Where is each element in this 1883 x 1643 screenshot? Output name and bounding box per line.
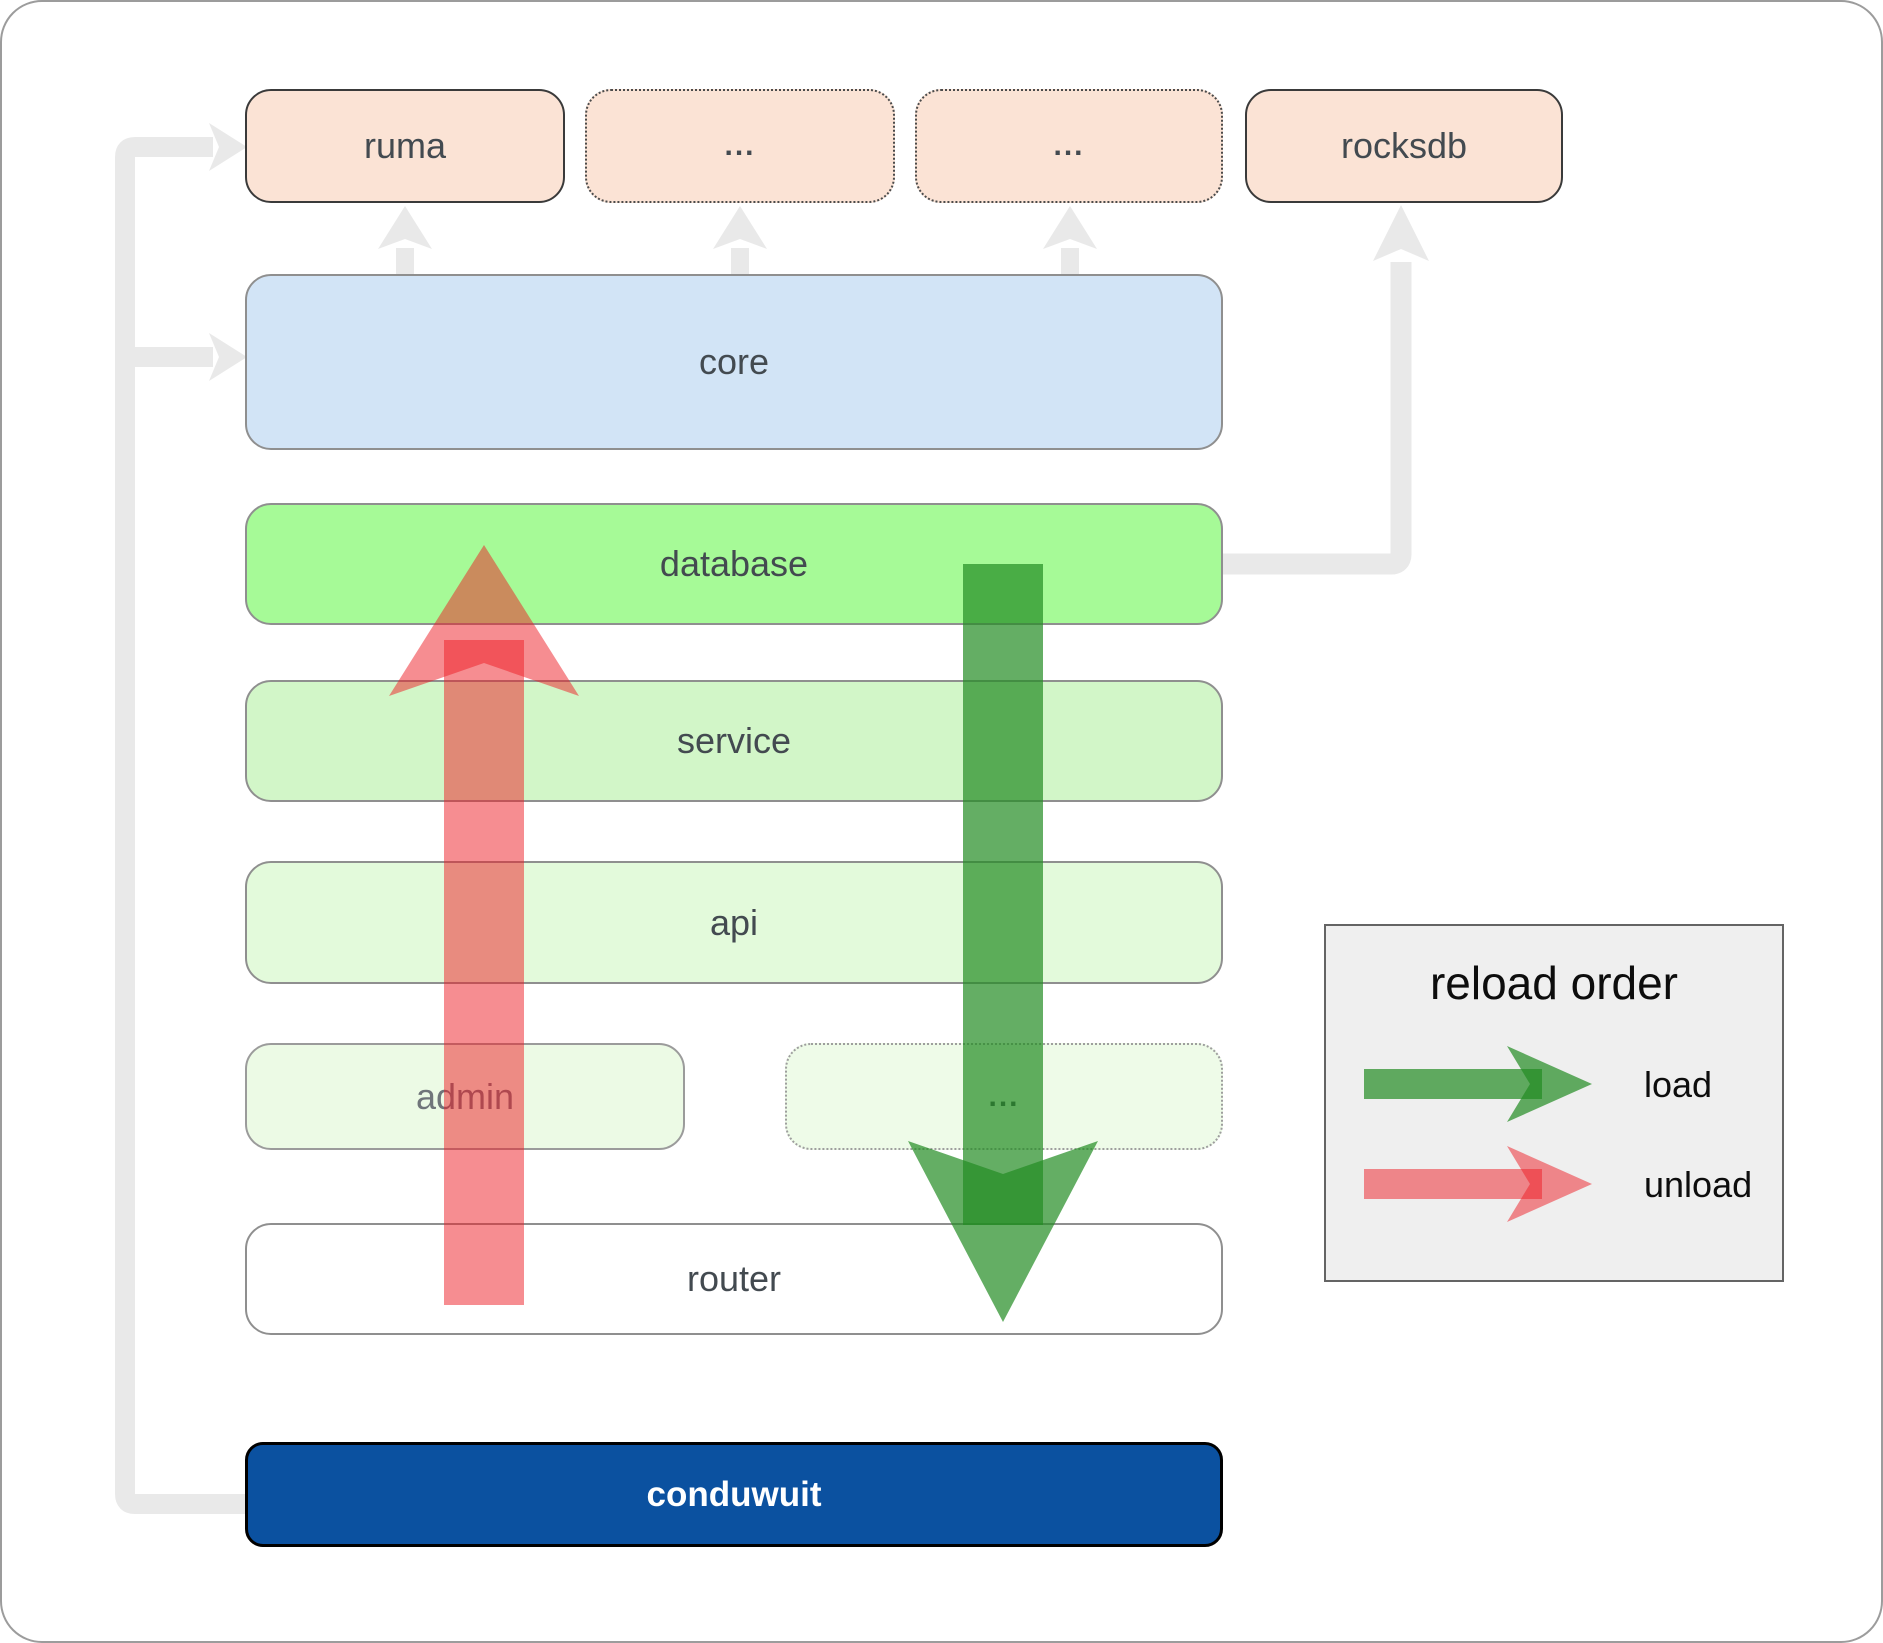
arrowhead-core-to-crate-icon xyxy=(713,206,767,249)
legend-title: reload order xyxy=(1429,957,1679,1009)
box-admin-ellipsis-label: ... xyxy=(988,1079,1020,1113)
box-admin-ellipsis: ... xyxy=(785,1043,1223,1150)
box-core-label: core xyxy=(698,341,770,382)
box-admin-label: admin xyxy=(415,1075,515,1117)
arrowhead-to-ruma-icon xyxy=(209,123,247,171)
box-crate-ellipsis-1: ... xyxy=(585,89,895,203)
legend-reload-order: reload order load unload xyxy=(1324,924,1784,1282)
box-ruma: ruma xyxy=(245,89,565,203)
conduwuit-spine-connector xyxy=(115,137,245,1514)
box-database: database xyxy=(245,503,1223,625)
box-crate-ellipsis-1-label: ... xyxy=(724,129,756,162)
box-service: service xyxy=(245,680,1223,802)
box-router-label: router xyxy=(686,1258,782,1299)
box-admin: admin xyxy=(245,1043,685,1150)
legend-unload-label: unload xyxy=(1644,1164,1753,1205)
arrowhead-core-to-ruma-icon xyxy=(378,206,432,249)
box-conduwuit: conduwuit xyxy=(245,1442,1223,1547)
box-service-label: service xyxy=(676,720,792,761)
box-database-label: database xyxy=(659,543,809,584)
box-conduwuit-label: conduwuit xyxy=(646,1474,822,1514)
legend-load-label: load xyxy=(1644,1064,1713,1105)
box-crate-ellipsis-2: ... xyxy=(915,89,1223,203)
box-api-label: api xyxy=(709,901,759,943)
box-api: api xyxy=(245,861,1223,984)
arrowhead-core-to-crate2-icon xyxy=(1043,206,1097,249)
core-to-crates-connectors xyxy=(396,248,1079,274)
box-core: core xyxy=(245,274,1223,450)
box-rocksdb: rocksdb xyxy=(1245,89,1563,203)
box-crate-ellipsis-2-label: ... xyxy=(1053,129,1085,162)
arrowhead-to-core-icon xyxy=(209,333,247,381)
box-rocksdb-label: rocksdb xyxy=(1340,125,1468,166)
box-ruma-label: ruma xyxy=(363,125,447,166)
box-router: router xyxy=(245,1223,1223,1335)
database-to-rocksdb-connector xyxy=(1223,262,1412,575)
arrowhead-to-rocksdb-icon xyxy=(1373,205,1429,261)
